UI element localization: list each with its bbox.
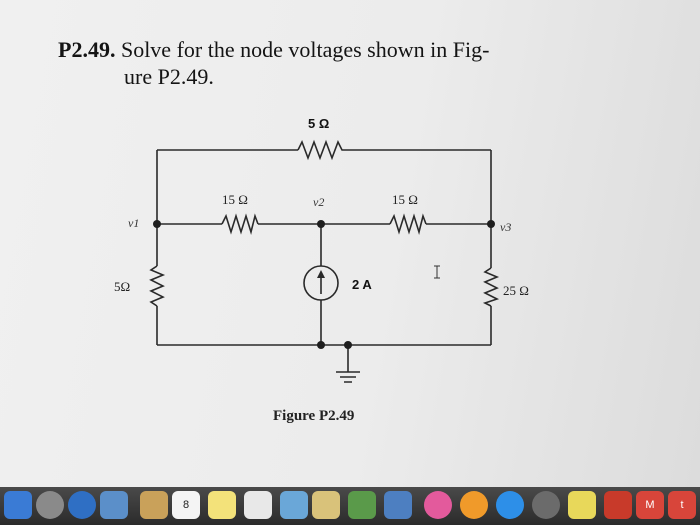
right-resistor [482, 267, 500, 307]
dock: 8 M t [0, 487, 700, 525]
current-source [303, 265, 339, 301]
label-top-resistor: 5 Ω [308, 116, 329, 131]
node-dot-bottom-center [317, 341, 325, 349]
contacts-icon[interactable] [140, 491, 168, 519]
label-node-v2: v2 [313, 195, 324, 209]
system-preferences-icon[interactable] [532, 491, 560, 519]
circuit-diagram: 5 Ω 15 Ω 15 Ω 5Ω 25 Ω 2 A v1 v2 v3 [114, 116, 529, 383]
notes-icon[interactable] [208, 491, 236, 519]
text-cursor-icon [434, 265, 440, 279]
label-current-source: 2 A [352, 277, 372, 292]
t-app-icon[interactable]: t [668, 491, 696, 519]
mail-app-icon[interactable]: M [636, 491, 664, 519]
node-dot-v3 [487, 220, 495, 228]
finder-icon[interactable] [4, 491, 32, 519]
current-arrow-head [317, 270, 325, 278]
app-store-icon[interactable] [496, 491, 524, 519]
ground-symbol [336, 371, 360, 383]
label-resistor-v2-v3: 15 Ω [392, 192, 418, 207]
safari-icon[interactable] [68, 491, 96, 519]
label-right-resistor: 25 Ω [503, 283, 529, 298]
problem-number: P2.49. [58, 37, 116, 62]
pages-icon[interactable] [312, 491, 340, 519]
launchpad-icon[interactable] [36, 491, 64, 519]
label-node-v3: v3 [500, 220, 511, 234]
calendar-icon[interactable]: 8 [172, 491, 200, 519]
numbers-icon[interactable] [348, 491, 376, 519]
problem-statement: P2.49. Solve for the node voltages shown… [58, 36, 618, 90]
node-dot-ground [344, 341, 352, 349]
downloader-icon[interactable] [604, 491, 632, 519]
label-resistor-v1-v2: 15 Ω [222, 192, 248, 207]
reminders-icon[interactable] [244, 491, 272, 519]
ibooks-icon[interactable] [460, 491, 488, 519]
node-dot-v1 [153, 220, 161, 228]
figure-caption: Figure P2.49 [273, 408, 355, 424]
problem-line-1: Solve for the node voltages shown in Fig… [120, 37, 490, 62]
preview-icon[interactable] [100, 491, 128, 519]
itunes-icon[interactable] [424, 491, 452, 519]
resistor-v1-v2 [221, 213, 259, 235]
label-left-resistor: 5Ω [114, 279, 130, 294]
t-letter: t [680, 499, 684, 511]
keynote-icon[interactable] [384, 491, 412, 519]
problem-line-2: ure P2.49. [124, 64, 214, 89]
node-dot-v2 [317, 220, 325, 228]
photo-booth-icon[interactable] [280, 491, 308, 519]
stickies-icon[interactable] [568, 491, 596, 519]
document-page [0, 0, 700, 487]
resistor-v2-v3 [389, 213, 427, 235]
left-resistor [149, 265, 166, 307]
calendar-day: 8 [182, 499, 190, 511]
top-resistor [297, 139, 346, 161]
label-node-v1: v1 [128, 216, 139, 230]
mail-letter: M [645, 499, 655, 511]
